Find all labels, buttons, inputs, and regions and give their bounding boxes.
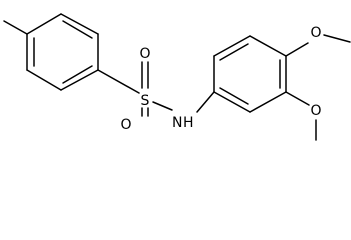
ring-sulfur-bond <box>97 69 140 94</box>
bond <box>60 69 99 91</box>
double-bond-inner <box>62 65 93 84</box>
dimethoxyphenyl-ring <box>213 35 287 113</box>
nitrogen-ring-bond <box>196 91 215 113</box>
methyl-bond <box>3 20 28 35</box>
methoxy-bottom-oxygen-label: O <box>310 103 321 119</box>
toluene-ring <box>26 13 99 91</box>
hydrogen-atom-label: H <box>183 115 194 131</box>
nitrogen-atom-label: N <box>172 115 182 131</box>
bond <box>60 13 99 35</box>
methoxy-top-bond <box>285 42 309 57</box>
methoxy-top-oxygen-label: O <box>310 25 321 41</box>
methoxy-bottom-bond <box>285 91 310 106</box>
double-bond-inner <box>62 20 93 39</box>
bond <box>26 69 62 91</box>
methoxy-top-methyl-bond <box>323 34 351 43</box>
oxygen-top-label: O <box>139 46 150 62</box>
bond <box>213 91 251 113</box>
double-bond-inner <box>219 87 249 105</box>
double-bond-inner <box>219 43 249 61</box>
bond <box>249 35 287 57</box>
sulfur-atom-label: S <box>141 93 150 109</box>
bond <box>249 91 287 113</box>
bond <box>26 13 62 35</box>
oxygen-bottom-label: O <box>120 117 131 133</box>
sulfur-nitrogen-bond <box>152 101 173 111</box>
bond <box>213 35 251 57</box>
structure-diagram: S O O N H O O <box>3 13 351 141</box>
